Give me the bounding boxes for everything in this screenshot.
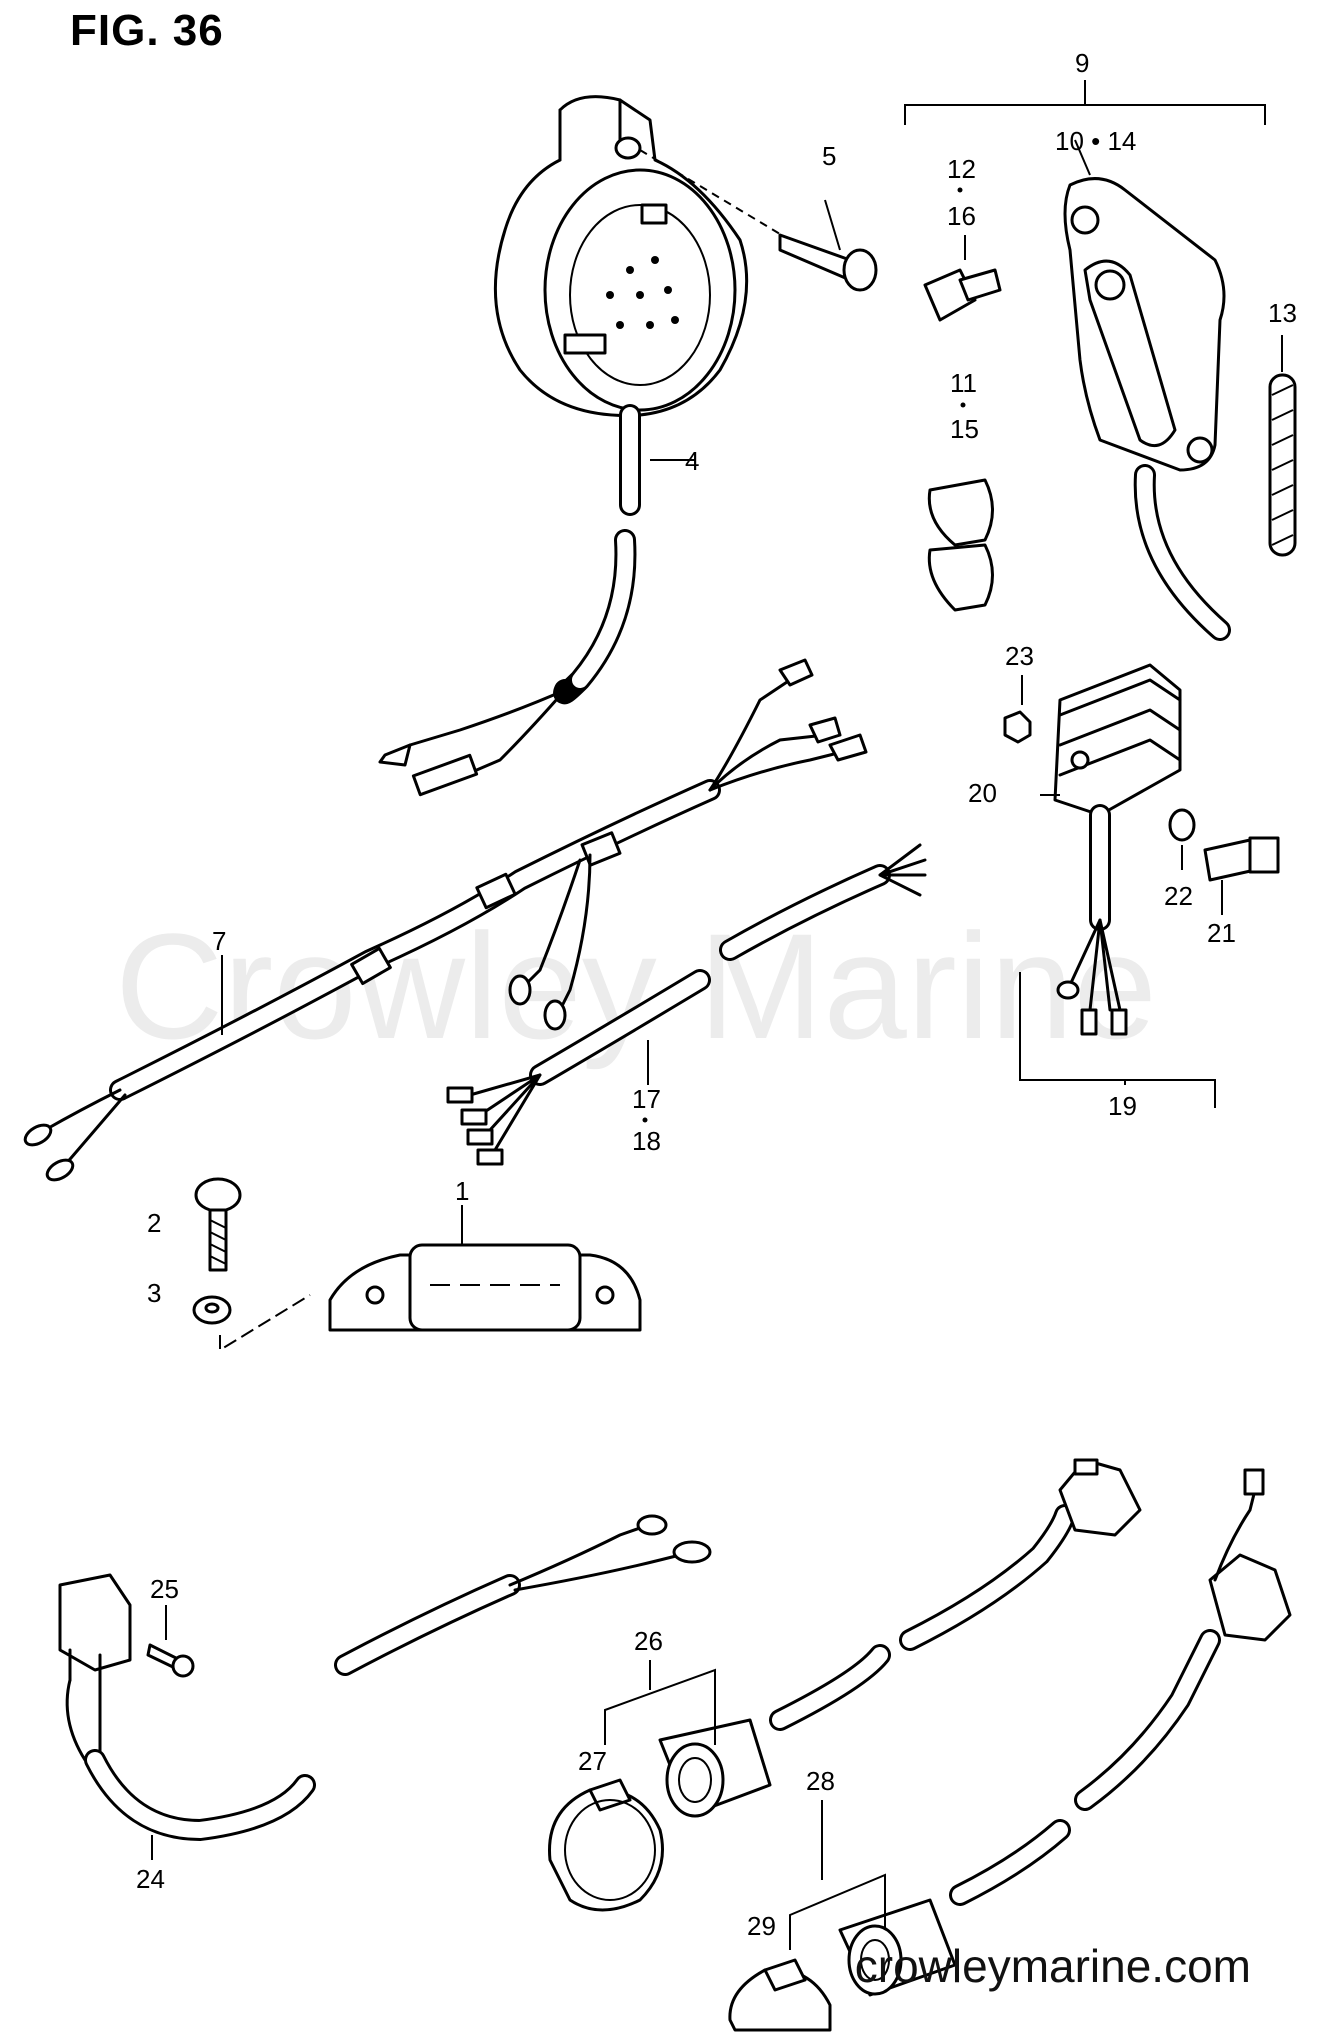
switch-24 [58, 1514, 712, 1860]
label-12: 12 [947, 154, 976, 184]
site-watermark: crowleymarine.com [854, 1940, 1251, 1992]
charging-coil-1 [328, 1205, 642, 1332]
separator-dot-11-15 [960, 402, 966, 408]
figure-title: FIG. 36 [70, 6, 224, 55]
cap-29 [728, 1958, 832, 2032]
watermark-text: Crowley Marine [115, 902, 1157, 1070]
label-17: 17 [632, 1084, 661, 1114]
label-27: 27 [578, 1746, 607, 1776]
cap-27 [548, 1778, 664, 1912]
label-29: 29 [747, 1911, 776, 1941]
label-9: 9 [1075, 48, 1089, 78]
clip-11-15 [927, 478, 994, 612]
tube-13 [1268, 335, 1297, 557]
screw-5 [778, 199, 878, 292]
label-4: 4 [685, 446, 699, 476]
label-2: 2 [147, 1208, 161, 1238]
label-26: 26 [634, 1626, 663, 1656]
ignition-cover [493, 95, 749, 417]
label-13: 13 [1268, 298, 1297, 328]
label-24: 24 [136, 1864, 165, 1894]
label-7: 7 [212, 926, 226, 956]
rectifier-20 [1040, 663, 1182, 1036]
label-23: 23 [1005, 641, 1034, 671]
screw-25 [146, 1605, 195, 1678]
label-28: 28 [806, 1766, 835, 1796]
label-18: 18 [632, 1126, 661, 1156]
switch-10-14 [1063, 139, 1231, 641]
bracket-9 [904, 80, 1266, 125]
wire-harness-17-18 [446, 843, 927, 1166]
separator-dot-17-18 [642, 1117, 648, 1123]
nut-23 [1003, 675, 1032, 744]
bolt-21 [1203, 836, 1280, 915]
label-11: 11 [950, 368, 977, 398]
label-21: 21 [1207, 918, 1236, 948]
label-3: 3 [147, 1278, 161, 1308]
leader-3 [219, 1294, 311, 1352]
lead-wire-4 [378, 404, 695, 797]
label-15: 15 [950, 414, 979, 444]
label-16: 16 [947, 201, 976, 231]
label-20: 20 [968, 778, 997, 808]
label-5: 5 [822, 141, 836, 171]
wire-harness-7 [23, 658, 868, 1182]
label-10-14: 10 • 14 [1055, 126, 1136, 156]
connector-cable-26 [658, 1458, 1142, 1818]
label-19: 19 [1108, 1091, 1137, 1121]
bracket-19 [1019, 972, 1216, 1108]
label-22: 22 [1164, 881, 1193, 911]
label-25: 25 [150, 1574, 179, 1604]
bracket-26 [604, 1660, 716, 1745]
separator-dot-12-16 [957, 187, 963, 193]
screw-2 [194, 1177, 242, 1272]
bolt-12-16 [923, 235, 1002, 322]
leader-5 [639, 149, 791, 241]
bracket-28 [789, 1800, 886, 1950]
washer-3 [192, 1295, 232, 1325]
label-1: 1 [455, 1176, 469, 1206]
washer-22 [1168, 808, 1196, 870]
connector-cable-28 [838, 1468, 1292, 1997]
